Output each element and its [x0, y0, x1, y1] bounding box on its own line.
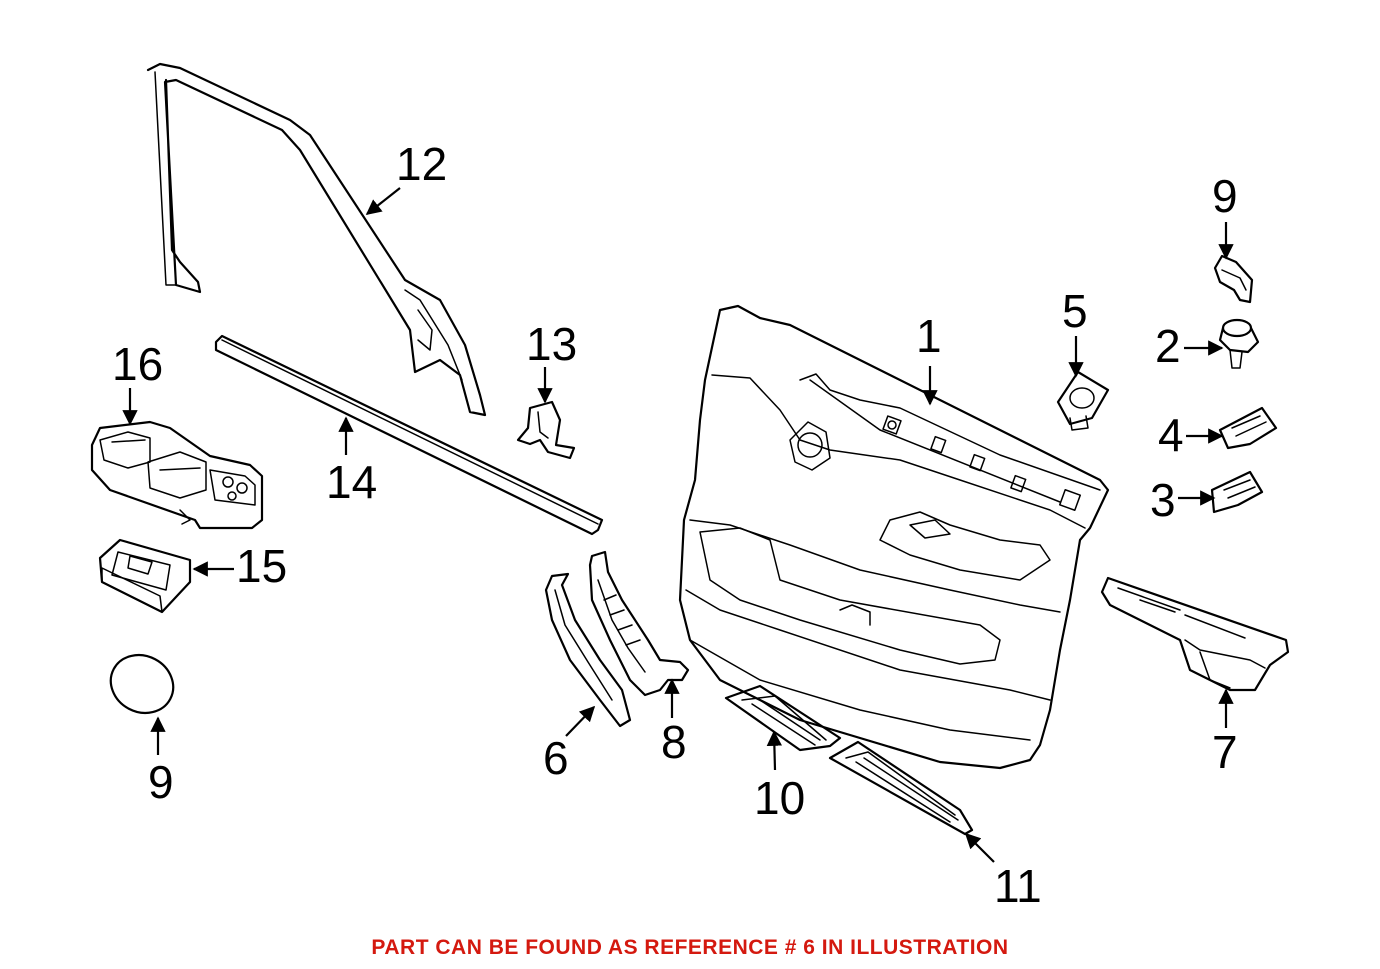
part-5-bezel [1056, 370, 1110, 431]
part-13-clip [516, 400, 576, 460]
callout-8: 8 [661, 716, 687, 768]
part-6-pull-handle-cover [544, 572, 632, 728]
callout-14: 14 [326, 456, 377, 508]
callout-9-left: 9 [148, 756, 174, 808]
callout-7: 7 [1212, 726, 1238, 778]
callout-16: 16 [112, 338, 163, 390]
part-16-window-switch-block [90, 420, 264, 530]
arrow-10 [766, 730, 783, 771]
part-11-grille [828, 740, 974, 836]
callout-labels: 12 14 13 16 15 9 6 8 1 5 9 2 4 3 7 10 11 [112, 138, 1238, 912]
callout-10: 10 [754, 772, 805, 824]
arrow-11 [964, 832, 995, 863]
part-15-single-window-switch [98, 538, 192, 614]
part-1-door-trim-panel [678, 304, 1110, 770]
callout-5: 5 [1062, 285, 1088, 337]
part-10-grille [724, 684, 842, 752]
arrow-12 [365, 187, 401, 215]
callout-4: 4 [1158, 409, 1184, 461]
part-9-round-cap [109, 653, 175, 715]
callout-11: 11 [994, 860, 1042, 912]
callout-1: 1 [916, 310, 942, 362]
callout-15: 15 [236, 540, 287, 592]
part-7-switch-panel [1100, 576, 1290, 692]
callout-6: 6 [543, 732, 569, 784]
callout-3: 3 [1150, 474, 1176, 526]
callout-9-right: 9 [1212, 170, 1238, 222]
callout-2: 2 [1155, 320, 1181, 372]
part-4-bracket [1218, 406, 1278, 450]
callout-arrows [122, 187, 1234, 863]
arrow-6 [565, 705, 596, 737]
part-8-pull-handle-carrier [588, 550, 690, 697]
part-2-push-clip [1218, 318, 1260, 369]
part-12-window-frame-trim [146, 62, 487, 417]
reference-caption: PART CAN BE FOUND AS REFERENCE # 6 IN IL… [371, 936, 1009, 959]
callout-13: 13 [526, 318, 577, 370]
part-14-belt-strip [214, 334, 604, 536]
callout-12: 12 [396, 138, 447, 190]
part-3-bracket [1210, 470, 1264, 514]
part-9-clip [1213, 254, 1254, 304]
